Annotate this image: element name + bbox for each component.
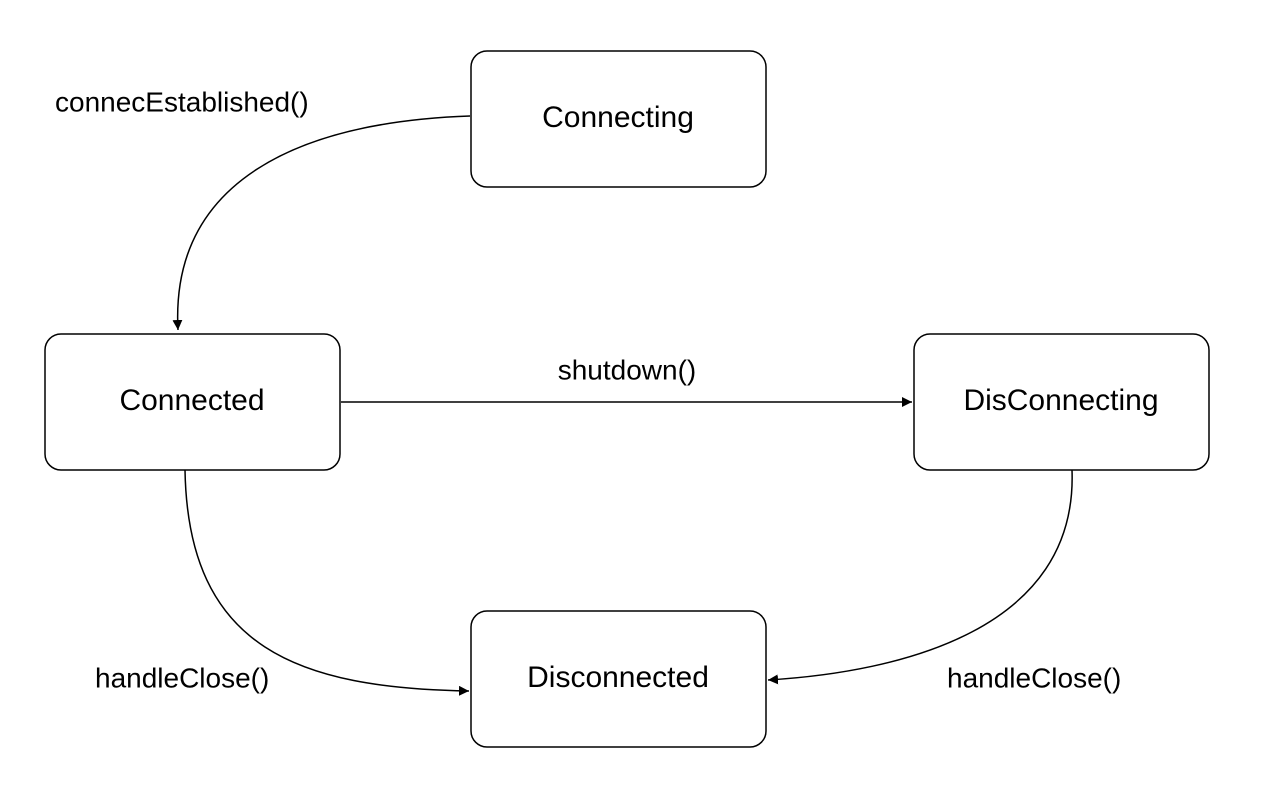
- state-node-connecting: Connecting: [470, 50, 767, 188]
- state-label-connecting: Connecting: [542, 101, 694, 134]
- edge-label-connected-to-disconnected: handleClose(): [95, 662, 269, 693]
- edge-disconnecting-to-disconnected: [767, 469, 1073, 685]
- state-box-connected: [44, 333, 341, 471]
- edge-line-connected-to-disconnected: [184, 469, 470, 696]
- edge-label-connecting-to-connected: connecEstablished(): [55, 86, 309, 117]
- state-label-connected: Connected: [119, 384, 264, 417]
- edge-label-disconnecting-to-disconnected: handleClose(): [947, 662, 1121, 693]
- edge-connecting-to-connected: [172, 115, 471, 331]
- edge-connected-to-disconnected: [184, 469, 470, 696]
- edge-line-connecting-to-connected: [172, 115, 471, 331]
- state-node-connected: Connected: [44, 333, 341, 471]
- state-node-disconnecting: DisConnecting: [913, 333, 1210, 471]
- edge-label-connected-to-disconnecting: shutdown(): [558, 354, 697, 385]
- state-label-disconnected: Disconnected: [527, 661, 709, 694]
- edge-line-disconnecting-to-disconnected: [767, 469, 1073, 685]
- state-node-disconnected: Disconnected: [470, 610, 767, 748]
- state-box-connecting: [470, 50, 767, 188]
- state-box-disconnecting: [913, 333, 1210, 471]
- state-box-disconnected: [470, 610, 767, 748]
- state-label-disconnecting: DisConnecting: [963, 384, 1158, 417]
